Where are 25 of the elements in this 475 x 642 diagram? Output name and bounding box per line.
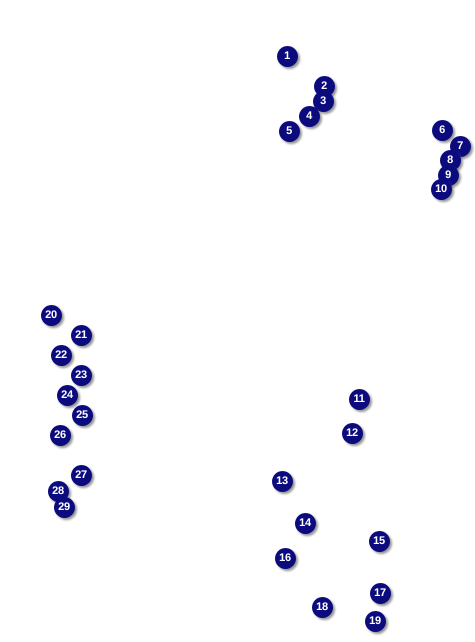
callout-number: 21 <box>70 324 92 346</box>
callout-number: 18 <box>312 596 332 618</box>
callout-number: 26 <box>50 424 70 446</box>
callout-number: 5 <box>278 120 300 142</box>
callout-number: 19 <box>364 610 386 632</box>
callout-number: 23 <box>70 364 92 386</box>
callout-number: 12 <box>342 422 362 444</box>
callout-number: 15 <box>368 530 390 552</box>
callout-number: 22 <box>50 344 72 366</box>
callout-number: 11 <box>348 388 370 410</box>
callout-number: 27 <box>70 464 92 486</box>
callout-number: 13 <box>272 470 292 492</box>
callout-number: 17 <box>370 582 390 604</box>
callout-number: 25 <box>72 404 92 426</box>
callout-number: 29 <box>54 496 74 518</box>
callout-number: 1 <box>276 46 298 66</box>
callout-number: 10 <box>430 178 452 200</box>
callout-number: 4 <box>298 106 320 126</box>
callout-number: 14 <box>294 512 316 534</box>
callout-number: 24 <box>56 384 78 406</box>
callout-number: 6 <box>432 120 452 140</box>
callout-number: 28 <box>48 480 68 502</box>
callout-number: 20 <box>40 304 62 326</box>
callout-number: 3 <box>312 90 334 112</box>
callout-number: 16 <box>274 548 296 568</box>
